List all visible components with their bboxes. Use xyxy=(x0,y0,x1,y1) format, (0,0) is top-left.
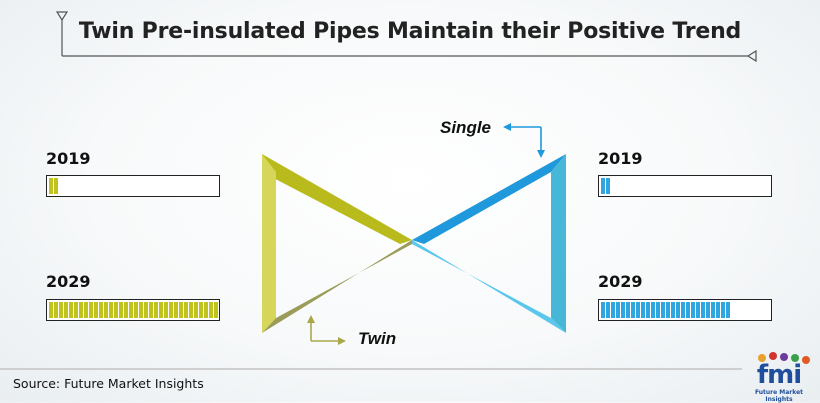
twin-bar-segment xyxy=(54,302,58,318)
single-bar-segment xyxy=(691,302,695,318)
single-year-2019: 2019 xyxy=(598,149,643,168)
single-bar-segment xyxy=(701,302,705,318)
single-bottom-arm xyxy=(412,240,566,333)
twin-bar-segment xyxy=(179,302,183,318)
twin-bar-segment xyxy=(114,302,118,318)
footer-divider xyxy=(0,368,742,370)
twin-bar-segment xyxy=(109,302,113,318)
single-bar-segment xyxy=(716,302,720,318)
twin-bar-segment xyxy=(119,302,123,318)
twin-bar-segment xyxy=(54,178,58,194)
single-top-arm xyxy=(412,154,566,244)
logo-mark: fmi xyxy=(756,360,802,390)
twin-bar-segment xyxy=(194,302,198,318)
twin-left-side xyxy=(262,154,276,333)
twin-bar-segment xyxy=(174,302,178,318)
twin-bar-2029 xyxy=(46,299,220,321)
twin-bar-segment xyxy=(89,302,93,318)
twin-bar-segment xyxy=(144,302,148,318)
twin-arrow-icon xyxy=(307,315,346,345)
single-bar-segment xyxy=(706,302,710,318)
twin-bar-segment xyxy=(214,302,218,318)
twin-bar-segment xyxy=(49,178,53,194)
single-bar-segment xyxy=(726,302,730,318)
single-bar-segment xyxy=(601,178,605,194)
single-arrow-icon xyxy=(503,123,545,158)
source-note: Source: Future Market Insights xyxy=(13,376,204,391)
twin-bar-segment xyxy=(204,302,208,318)
twin-bar-segment xyxy=(169,302,173,318)
single-bar-2019 xyxy=(598,175,772,197)
twin-bar-segment xyxy=(199,302,203,318)
page-title: Twin Pre-insulated Pipes Maintain their … xyxy=(78,19,742,44)
single-bar-segment xyxy=(651,302,655,318)
single-bar-2029 xyxy=(598,299,772,321)
single-bar-segment xyxy=(686,302,690,318)
logo-icon xyxy=(758,352,810,364)
single-bar-segment xyxy=(631,302,635,318)
twin-bar-segment xyxy=(79,302,83,318)
twin-bar-segment xyxy=(64,302,68,318)
single-bar-segment xyxy=(626,302,630,318)
twin-bar-segment xyxy=(209,302,213,318)
twin-bar-segment xyxy=(49,302,53,318)
fmi-logo: fmi Future Market Insights xyxy=(742,352,816,403)
twin-bar-segment xyxy=(189,302,193,318)
twin-bar-segment xyxy=(184,302,188,318)
single-bar-segment xyxy=(656,302,660,318)
twin-bar-segment xyxy=(129,302,133,318)
twin-bar-segment xyxy=(74,302,78,318)
twin-bar-segment xyxy=(99,302,103,318)
twin-bar-segment xyxy=(134,302,138,318)
twin-bar-segment xyxy=(69,302,73,318)
twin-bar-segment xyxy=(84,302,88,318)
single-bar-segment xyxy=(621,302,625,318)
single-bar-segment xyxy=(676,302,680,318)
single-bar-segment xyxy=(646,302,650,318)
single-label: Single xyxy=(440,118,492,137)
twin-bar-segment xyxy=(159,302,163,318)
frame-marker-top-icon xyxy=(55,11,69,22)
single-bar-segment xyxy=(606,302,610,318)
single-bar-segment xyxy=(721,302,725,318)
bowtie-graphic xyxy=(262,154,566,333)
twin-bar-segment xyxy=(139,302,143,318)
frame-marker-right-icon xyxy=(746,49,757,63)
twin-bar-segment xyxy=(59,302,63,318)
single-bar-segment xyxy=(671,302,675,318)
single-right-side xyxy=(551,154,566,333)
twin-bar-segment xyxy=(94,302,98,318)
single-bar-segment xyxy=(696,302,700,318)
twin-bar-segment xyxy=(154,302,158,318)
twin-top-arm xyxy=(262,154,412,244)
twin-bottom-arm xyxy=(262,240,412,333)
single-year-2029: 2029 xyxy=(598,272,643,291)
twin-bar-segment xyxy=(124,302,128,318)
single-bar-segment xyxy=(661,302,665,318)
single-bar-segment xyxy=(681,302,685,318)
twin-bar-segment xyxy=(164,302,168,318)
twin-bar-2019 xyxy=(46,175,220,197)
single-bar-segment xyxy=(606,178,610,194)
single-bar-segment xyxy=(611,302,615,318)
twin-bar-segment xyxy=(149,302,153,318)
single-bar-segment xyxy=(666,302,670,318)
single-bar-segment xyxy=(641,302,645,318)
twin-year-2019: 2019 xyxy=(46,149,91,168)
single-bar-segment xyxy=(601,302,605,318)
single-bar-segment xyxy=(616,302,620,318)
twin-label: Twin xyxy=(358,329,397,348)
logo-tagline: Future Market Insights xyxy=(754,389,804,403)
twin-year-2029: 2029 xyxy=(46,272,91,291)
single-bar-segment xyxy=(636,302,640,318)
single-bar-segment xyxy=(711,302,715,318)
twin-bar-segment xyxy=(104,302,108,318)
